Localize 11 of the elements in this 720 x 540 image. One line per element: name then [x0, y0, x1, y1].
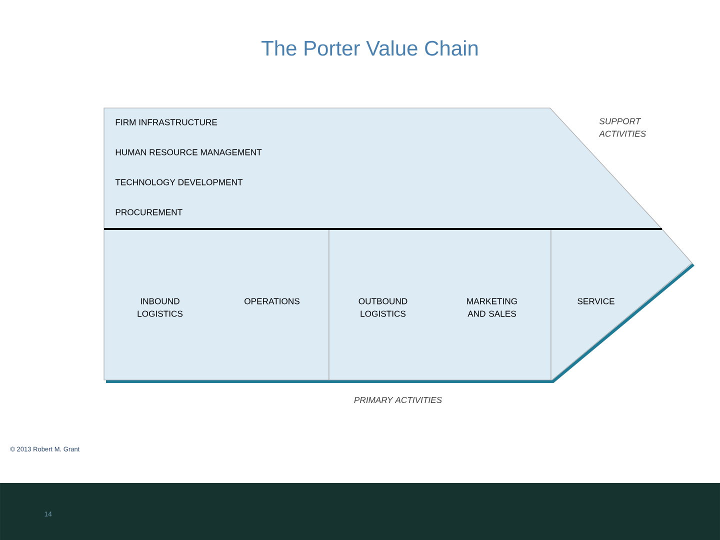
activity-label: OPERATIONS — [244, 298, 300, 304]
primary-activity-box — [328, 228, 552, 380]
primary-activity-box — [104, 228, 330, 380]
activity-label: MARKETING AND SALES — [467, 298, 517, 317]
axis-caption: PRIMARY ACTIVITIES — [354, 396, 442, 404]
title: The Porter Value Chain — [262, 40, 478, 56]
primary-activity-box — [550, 228, 692, 380]
activity-label: OUTBOUND LOGISTICS — [358, 298, 408, 317]
activity-label: INBOUND LOGISTICS — [138, 298, 183, 317]
activity-label: SERVICE — [578, 298, 614, 304]
side-caption: SUPPORT ACTIVITIES — [598, 118, 646, 137]
